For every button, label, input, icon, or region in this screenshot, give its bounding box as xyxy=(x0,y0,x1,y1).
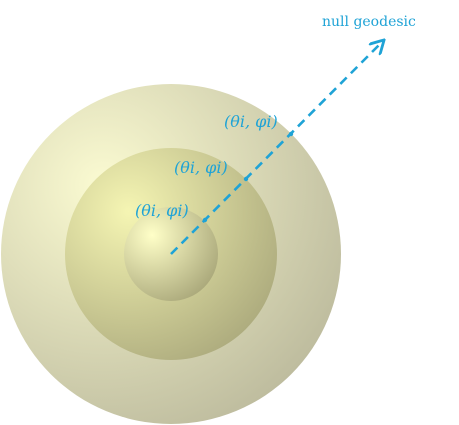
crossing-point-inner xyxy=(202,217,208,223)
crossing-point-outer xyxy=(288,131,294,137)
coordinate-label-outer: (θi, φi) xyxy=(224,112,278,131)
crossing-point-middle xyxy=(243,176,249,182)
null-geodesic-label: null geodesic xyxy=(322,14,416,30)
coordinate-label-middle: (θi, φi) xyxy=(174,158,228,177)
coordinate-label-inner: (θi, φi) xyxy=(135,201,189,220)
